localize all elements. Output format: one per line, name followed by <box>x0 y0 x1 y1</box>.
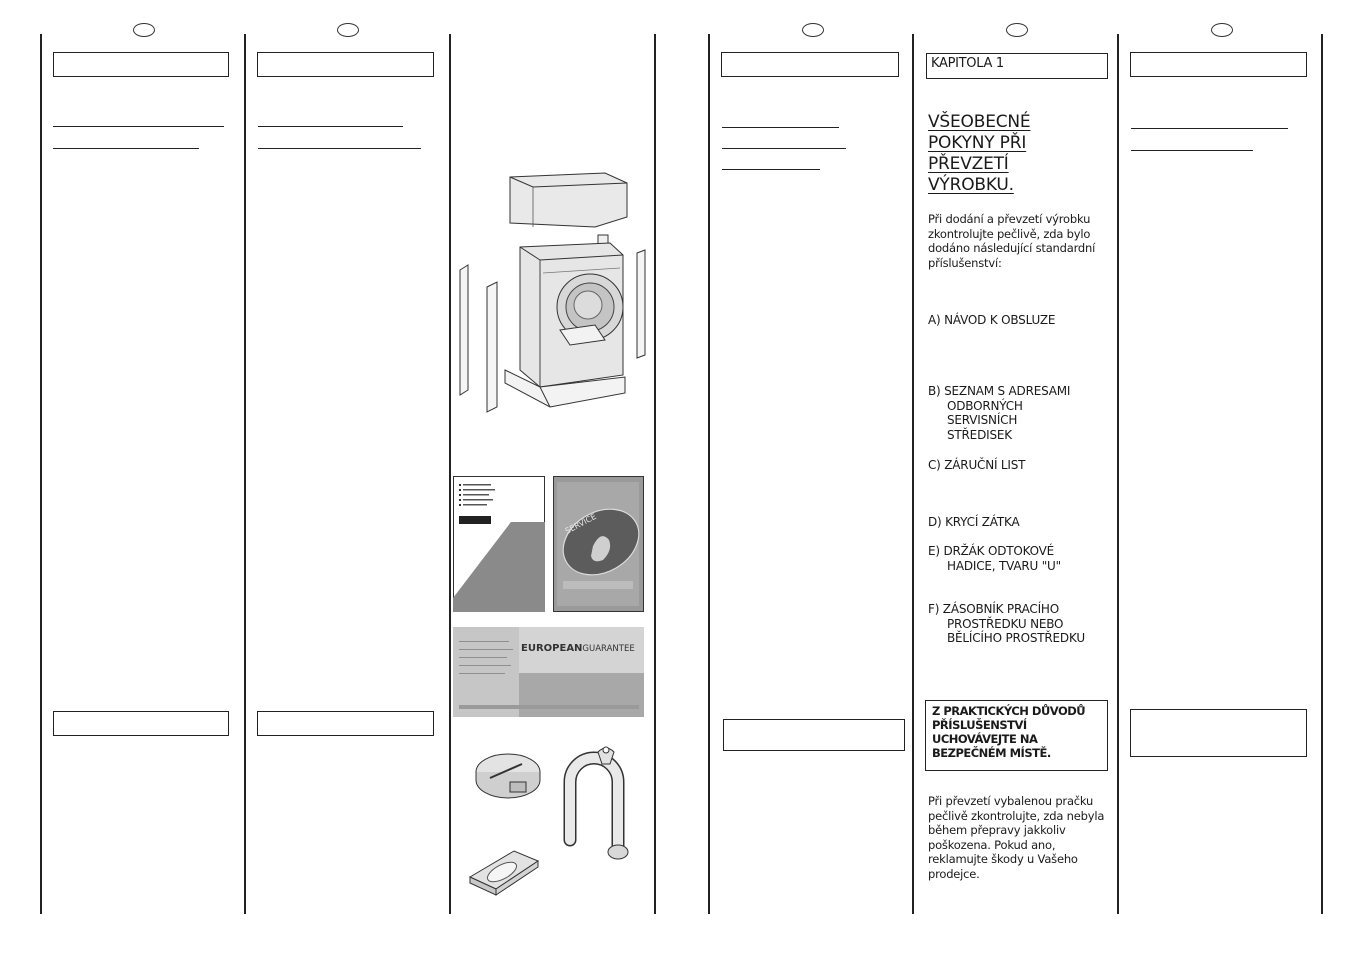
heading-placeholder-line <box>53 148 199 149</box>
heading-placeholder-line <box>258 126 403 127</box>
storage-note: Z PRAKTICKÝCH DŮVODŮ PŘÍSLUŠENSTVÍ UCHOV… <box>925 700 1108 771</box>
heading-placeholder-line <box>1131 150 1253 151</box>
accessory-label: E) DRŽÁK ODTOKOVÉ <box>928 544 1055 558</box>
accessory-item-e: E) DRŽÁK ODTOKOVÉ HADICE, TVARU "U" <box>928 544 1113 573</box>
accessory-label: B) SEZNAM S ADRESAMI <box>928 384 1071 398</box>
blanking-cap-image <box>475 753 541 799</box>
accessory-item-a: A) NÁVOD K OBSLUZE <box>928 313 1113 328</box>
heading-placeholder-line <box>722 148 846 149</box>
heading-placeholder-line <box>722 169 820 170</box>
guarantee-brand-main: EUROPEAN <box>521 643 582 654</box>
column-divider <box>708 34 710 914</box>
accessory-item-b: B) SEZNAM S ADRESAMI ODBORNÝCH SERVISNÍC… <box>928 384 1113 442</box>
language-marker <box>133 23 155 37</box>
accessory-item-d: D) KRYCÍ ZÁTKA <box>928 515 1113 530</box>
accessory-label-continued: HADICE, TVARU "U" <box>947 558 1061 573</box>
heading-placeholder-line <box>1131 128 1288 129</box>
column-divider <box>449 34 451 914</box>
hose-holder-image <box>563 746 629 860</box>
accessory-label-continued: ODBORNÝCH SERVISNÍCH STŘEDISEK <box>947 398 1023 442</box>
accessory-label: C) ZÁRUČNÍ LIST <box>928 458 1026 472</box>
note-box-empty <box>723 719 905 751</box>
accessory-label: A) NÁVOD K OBSLUZE <box>928 313 1056 327</box>
chapter-box-empty <box>257 52 434 77</box>
accessory-label-continued: PROSTŘEDKU NEBO BĚLÍCÍHO PROSTŘEDKU <box>947 616 1085 646</box>
language-marker <box>1211 23 1233 37</box>
column-divider <box>40 34 42 914</box>
detergent-container-image <box>468 850 540 896</box>
column-divider <box>244 34 246 914</box>
guarantee-brand: EUROPEANGUARANTEE <box>521 643 635 654</box>
language-marker <box>1006 23 1028 37</box>
instruction-manual-image <box>453 476 545 612</box>
column-divider <box>912 34 914 914</box>
guarantee-card-image: EUROPEANGUARANTEE <box>453 627 644 717</box>
accessory-item-c: C) ZÁRUČNÍ LIST <box>928 458 1113 473</box>
accessory-label: D) KRYCÍ ZÁTKA <box>928 515 1020 529</box>
column-divider <box>1117 34 1119 914</box>
column-divider <box>1321 34 1323 914</box>
closing-paragraph: Při převzetí vybalenou pračku pečlivě zk… <box>928 794 1105 881</box>
accessory-label: F) ZÁSOBNÍK PRACÍHO <box>928 602 1059 616</box>
washing-machine-illustration <box>459 172 646 413</box>
chapter-label: KAPITOLA 1 <box>926 53 1108 79</box>
note-box-empty <box>53 711 229 736</box>
language-marker <box>337 23 359 37</box>
column-divider <box>654 34 656 914</box>
section-title: VŠEOBECNÉ POKYNY PŘI PŘEVZETÍ VÝROBKU. <box>928 112 1031 195</box>
accessory-item-f: F) ZÁSOBNÍK PRACÍHO PROSTŘEDKU NEBO BĚLÍ… <box>928 602 1113 646</box>
note-box-empty <box>257 711 434 736</box>
heading-placeholder-line <box>258 148 421 149</box>
service-list-image: SERVICE <box>553 476 644 612</box>
guarantee-brand-suffix: GUARANTEE <box>582 644 634 654</box>
note-box-empty <box>1130 709 1307 757</box>
chapter-box-empty <box>53 52 229 77</box>
language-marker <box>802 23 824 37</box>
chapter-label-text: KAPITOLA 1 <box>931 56 1004 71</box>
intro-paragraph: Při dodání a převzetí výrobku zkontroluj… <box>928 212 1096 270</box>
heading-placeholder-line <box>53 126 224 127</box>
heading-placeholder-line <box>722 127 839 128</box>
chapter-box-empty <box>1130 52 1307 77</box>
chapter-box-empty <box>721 52 899 77</box>
